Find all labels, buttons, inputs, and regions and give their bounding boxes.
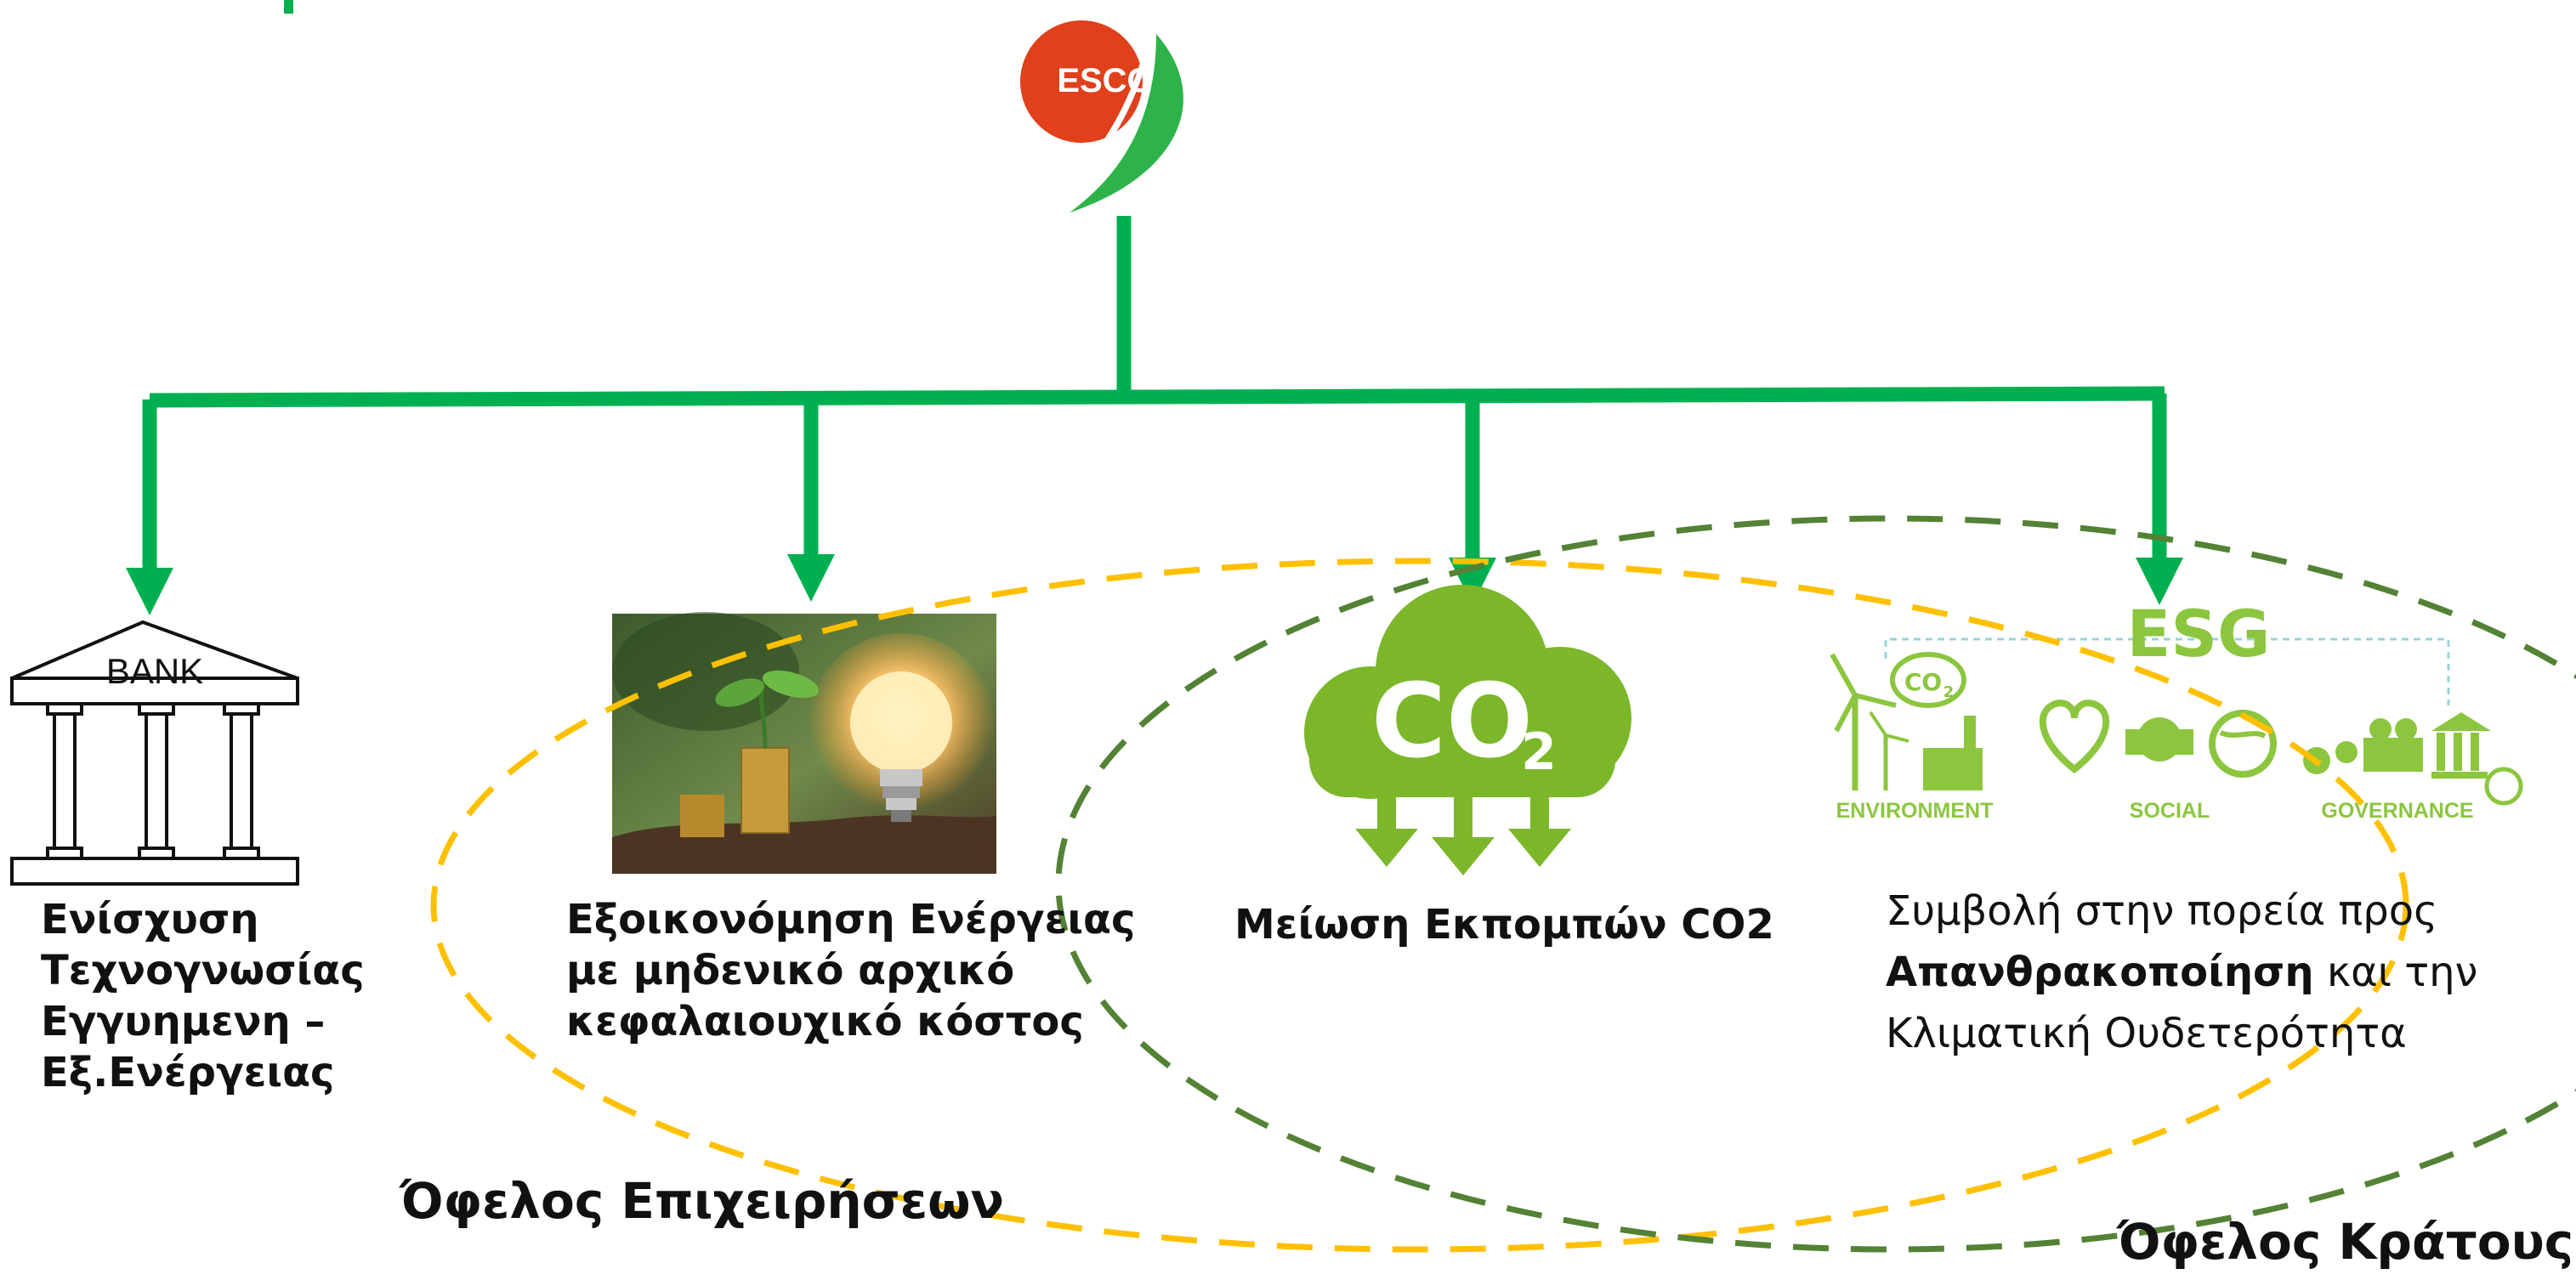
business-benefit-label: Όφελος Επιχειρήσεων [400,1173,1004,1229]
esg-category-environment: ENVIRONMENT [1836,799,1994,823]
esg-category-social: SOCIAL [2130,799,2210,823]
arrowhead-energy [787,554,835,602]
bank-label: Ενίσχυση Τεχνογνωσίας Εγγυημενη – Εξ.Ενέ… [41,894,365,1098]
connector-arrowheads [126,554,2183,615]
social-icon [2039,699,2277,778]
bank-label-line: Εξ.Ενέργειας [41,1049,335,1096]
arrowhead-bank [126,568,173,615]
environment-icon [1830,652,1983,790]
energy-label-line: με μηδενικό αρχικό [566,947,1015,994]
esg-title: ESG [2126,596,2270,671]
co2-label: Μείωση Εκπομπών CO2 [1234,899,1774,950]
bank-label-line: Τεχνογνωσίας [41,947,365,994]
energy-label-line: κεφαλαιουχικό κόστος [566,998,1084,1045]
esg-co2-badge-subscript: 2 [1943,683,1955,701]
co2-icon-subscript: 2 [1521,722,1557,782]
co2-cloud-icon: CO 2 [1304,585,1631,875]
energy-saving-photo [612,612,996,874]
esg-icon-group: ESG CO 2 [1830,596,2523,823]
business-benefit-text: Όφελος Επιχειρήσεων [400,1172,1005,1230]
state-benefit-text: Όφελος Κράτους [2117,1213,2574,1271]
bank-icon-text: BANK [106,651,203,691]
corner-accent-bar [284,0,293,14]
energy-label-line: Εξοικονόμηση Ενέργειας [566,896,1136,943]
bank-label-line: Εγγυημενη – [41,998,326,1045]
co2-label-line: Μείωση Εκπομπών CO2 [1234,901,1774,949]
arrowhead-esg [2136,558,2183,605]
esg-label-line3: Κλιματική Ουδετερότητα [1886,1010,2407,1057]
co2-icon-text: CO [1371,663,1533,781]
esg-label-emphasis: Απανθρακοποίηση [1886,949,2314,996]
bank-icon: BANK [10,620,299,886]
governance-icon [2303,712,2523,806]
esg-category-governance: GOVERNANCE [2321,799,2473,823]
esco-logo-text: ESCO [1057,62,1153,99]
esg-co2-badge: CO [1904,668,1942,696]
state-benefit-label: Όφελος Κράτους [2117,1214,2573,1270]
business-benefit-ellipse [430,558,2409,1253]
esg-label-line2-rest: και την [2313,949,2478,996]
energy-label: Εξοικονόμηση Ενέργειας με μηδενικό αρχικ… [566,894,1135,1047]
connector-tree [142,216,2167,578]
esg-label: Συμβολή στην πορεία προς Απανθρακοποίηση… [1886,881,2477,1064]
bank-label-line: Ενίσχυση [41,896,259,943]
esco-logo: ESCO [1020,20,1183,212]
esg-label-line2: Απανθρακοποίηση και την [1886,942,2477,1003]
esg-label-line1: Συμβολή στην πορεία προς [1886,887,2438,935]
